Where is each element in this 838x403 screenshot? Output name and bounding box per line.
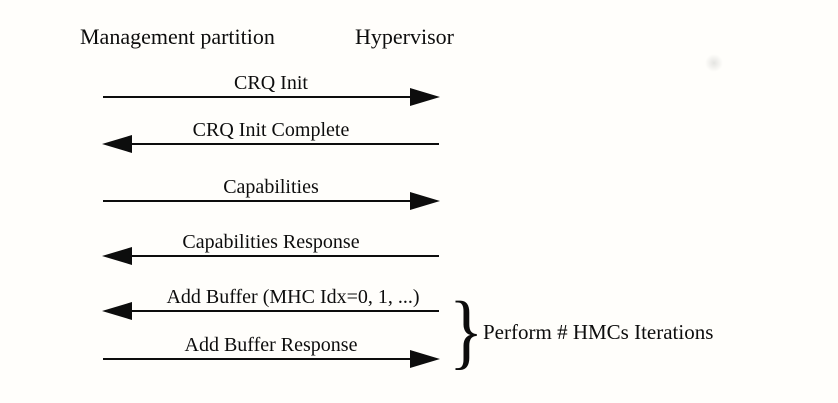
arrowhead-right-icon xyxy=(410,88,440,106)
message-row-add-buffer-response: Add Buffer Response xyxy=(103,333,440,368)
arrow-line xyxy=(103,358,413,360)
arrowhead-right-icon xyxy=(410,192,440,210)
message-row-capabilities: Capabilities xyxy=(103,175,440,210)
message-label: Add Buffer Response xyxy=(184,334,358,356)
message-label: CRQ Init Complete xyxy=(192,119,350,141)
message-row-crq-init: CRQ Init xyxy=(103,71,440,106)
message-row-crq-init-complete: CRQ Init Complete xyxy=(102,118,439,153)
arrowhead-left-icon xyxy=(102,302,132,320)
message-label: CRQ Init xyxy=(234,72,308,94)
arrowhead-left-icon xyxy=(102,247,132,265)
message-row-add-buffer: Add Buffer (MHC Idx=0, 1, ...) xyxy=(102,285,439,320)
actor-management-partition: Management partition xyxy=(80,24,275,49)
arrowhead-right-icon xyxy=(410,350,440,368)
group-annotation-label: Perform # HMCs Iterations xyxy=(483,320,714,344)
faint-smudge-artifact xyxy=(705,54,723,72)
actor-hypervisor: Hypervisor xyxy=(355,24,454,49)
arrow-line xyxy=(131,255,439,257)
arrow-line xyxy=(103,200,413,202)
grouping-brace: } xyxy=(449,285,484,378)
arrow-line xyxy=(131,310,439,312)
message-row-capabilities-response: Capabilities Response xyxy=(102,230,439,265)
message-label: Add Buffer (MHC Idx=0, 1, ...) xyxy=(166,286,420,308)
message-label: Capabilities Response xyxy=(182,231,360,253)
arrow-line xyxy=(103,96,413,98)
arrow-line xyxy=(131,143,439,145)
message-label: Capabilities xyxy=(223,176,319,198)
arrowhead-left-icon xyxy=(102,135,132,153)
